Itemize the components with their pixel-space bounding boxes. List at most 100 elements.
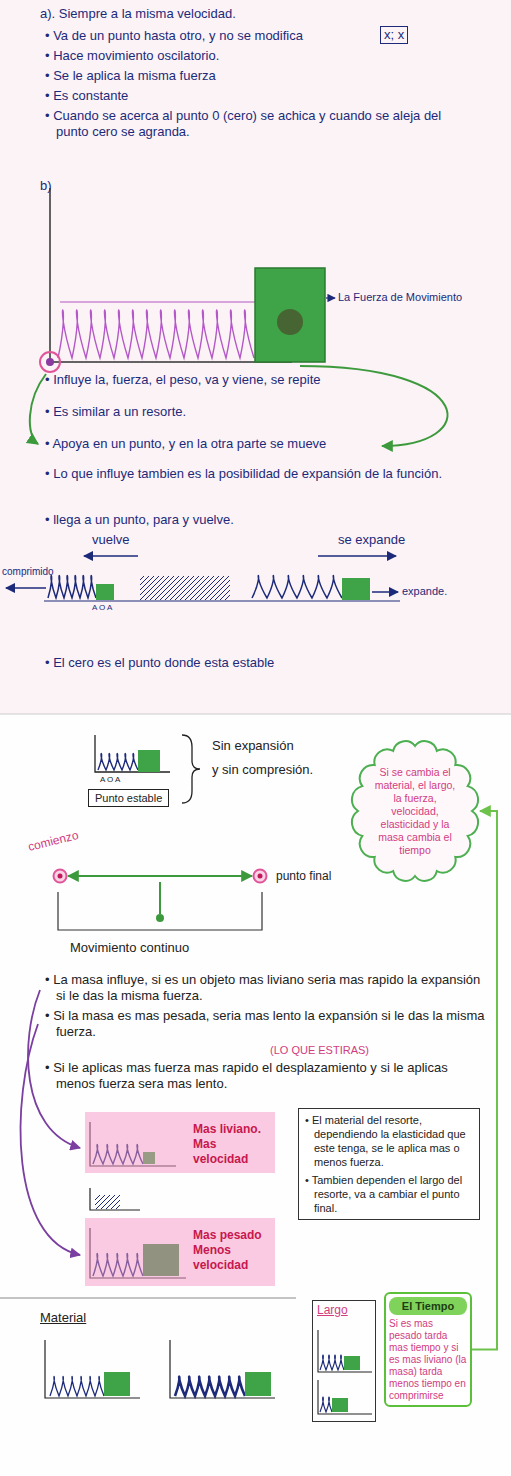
bullet-note: • Influye la, fuerza, el peso, va y vien… [45,372,485,388]
compression-figure [48,576,96,599]
motion-figure [58,892,262,930]
band-label: Mas liviano. Mas velocidad [193,1122,271,1167]
spring-figure [46,358,54,366]
length-box: Largo [312,1300,376,1422]
stable-figure [138,750,160,772]
paper [0,714,511,1476]
spring-figure [300,366,448,446]
bullet-note: • Es similar a un resorte. [45,404,485,420]
material-figure [45,1340,275,1398]
compression-figure [252,576,342,599]
bullet-note: • Si la masa es mas pesada, seria mas le… [45,1008,485,1040]
circle-dot [258,874,263,879]
time-box: El Tiempo Si es mas pesado tarda mas tiem… [384,1292,472,1407]
length-figure [318,1330,372,1414]
motion-figure [156,914,164,922]
compression-figure [84,555,138,557]
bullet-note: • Tambien dependen el largo del resorte,… [305,1173,473,1215]
connector-arrow [472,811,497,1350]
box-heading: Largo [317,1303,371,1317]
compression-figure [372,591,398,593]
cloud-outline [352,741,478,881]
material-figure [245,1372,271,1396]
length-figure [320,1355,344,1370]
length-figure [318,1330,372,1372]
position-mark: A O A [92,603,112,613]
circle-outline [252,868,268,884]
connector-arrow [68,875,252,877]
start-circle: comienzo [52,868,68,884]
compression-figure [342,578,370,600]
paper [0,0,511,714]
mass-figure [21,1024,80,1255]
position-mark: A O A [100,775,120,785]
bullet-note: • Apoya en un punto, y en la otra parte … [45,436,485,452]
circle-outline [52,868,68,884]
circle-outline [54,870,67,883]
end-label: punto final [276,869,331,883]
length-figure [332,1398,348,1412]
length-figure [344,1356,360,1370]
start-label: comienzo [27,828,80,854]
spring-figure [40,352,60,372]
brace-label: y sin compresión. [212,762,313,778]
mass-figure [90,1188,140,1210]
bullet-note: • Es constante [45,88,465,104]
leader-label: La Fuerza de Movimiento [338,290,503,304]
spring-figure [58,310,254,358]
bullet-note: • El material del resorte, dependiendo l… [305,1113,473,1169]
heavy-mass-band: Mas pesado Menos velocidad [85,1218,275,1286]
note-box: • El material del resorte, dependiendo l… [298,1108,480,1220]
figure-caption: Movimiento continuo [70,940,189,956]
stable-figure [182,735,200,803]
thought-cloud: Si se cambia el material, el largo, la f… [350,738,480,884]
boxed-note: x; x [380,26,408,44]
spring-figure [30,374,46,444]
spring-figure [326,297,335,298]
spring-figure [277,309,303,335]
material-figure [175,1377,245,1397]
mass-figure [95,1195,120,1209]
box-label: Punto estable [95,791,162,805]
motion-figure [159,882,161,914]
arrow-label: vuelve [92,532,130,548]
arrow-label: expande. [402,584,447,598]
mass-figure [0,990,296,1298]
length-figure [318,1380,372,1414]
box-body: Si es mas pesado tarda mas tiempo y si e… [389,1318,467,1402]
compression-figure [44,600,400,601]
bullet-note: • llega a un punto, para y vuelve. [45,512,465,528]
length-figure [320,1397,332,1412]
spring-figure [255,268,325,362]
arrow-label: comprimido [2,565,54,578]
material-figure [45,1340,140,1398]
bullet-note: • Va de un punto hasta otro, y no se mod… [45,28,375,44]
material-figure [104,1372,130,1396]
material-figure [50,1377,104,1397]
compression-figure [140,576,230,600]
compression-figure [318,555,396,557]
stable-figure [98,754,138,771]
light-mass-band: Mas liviano. Mas velocidad [85,1112,275,1173]
stable-figure [95,735,170,772]
section-heading: Material [40,1310,86,1326]
aside-note: (LO QUE ESTIRAS) [270,1043,369,1057]
circle-outline [254,870,267,883]
compression-figure [6,587,46,589]
circle-dot [58,874,63,879]
arrow-label: se expande [338,532,405,548]
box-heading: El Tiempo [389,1297,467,1315]
spring-figure [60,301,255,302]
cloud-note: Si se cambia el material, el largo, la f… [375,766,456,857]
band-label: Mas pesado Menos velocidad [193,1228,271,1273]
bullet-note: • La masa influye, si es un objeto mas l… [45,972,485,1004]
paper [0,714,511,715]
motion-figure [58,882,262,930]
bullet-note: • El cero es el punto donde esta estable [45,655,485,671]
bullet-note: • Cuando se acerca al punto 0 (cero) se … [45,108,475,140]
material-figure [170,1340,275,1398]
bullet-note: • Hace movimiento oscilatorio. [45,48,465,64]
